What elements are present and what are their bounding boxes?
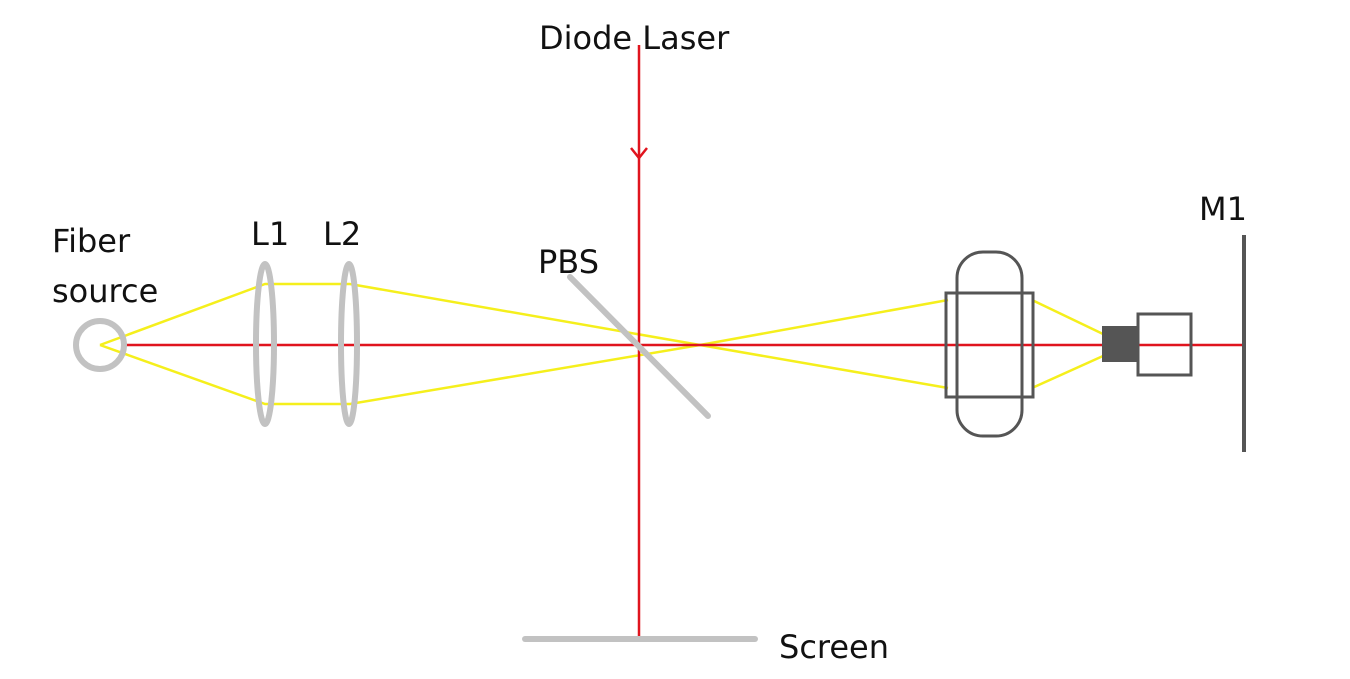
fiber-source-icon [73, 318, 127, 372]
label-l1: L1 [251, 215, 289, 253]
label-pbs: PBS [538, 243, 599, 281]
objective-tip [1102, 326, 1138, 362]
objective-body [1136, 312, 1193, 377]
ray-upper [99, 282, 949, 347]
arrow-down-icon [630, 147, 648, 161]
ray-upper-to-objective [1031, 298, 1104, 336]
lens-l1 [253, 261, 277, 427]
cell-frame [944, 291, 1035, 399]
cell-body [955, 250, 1024, 438]
laser-beams [122, 45, 1244, 637]
label-fiber-source-line2: source [52, 272, 158, 310]
sample-cell [944, 250, 1035, 438]
lens-l2 [338, 261, 360, 427]
label-fiber-source-line1: Fiber [52, 222, 131, 260]
label-screen: Screen [779, 628, 889, 666]
ray-lower-to-objective [1031, 354, 1104, 390]
label-m1: M1 [1199, 190, 1247, 228]
label-l2: L2 [323, 215, 361, 253]
fiber-ray-bundle [99, 282, 1104, 406]
pbs-beam-splitter [567, 274, 711, 419]
label-diode-laser: Diode Laser [539, 19, 730, 57]
ray-lower [99, 343, 949, 406]
